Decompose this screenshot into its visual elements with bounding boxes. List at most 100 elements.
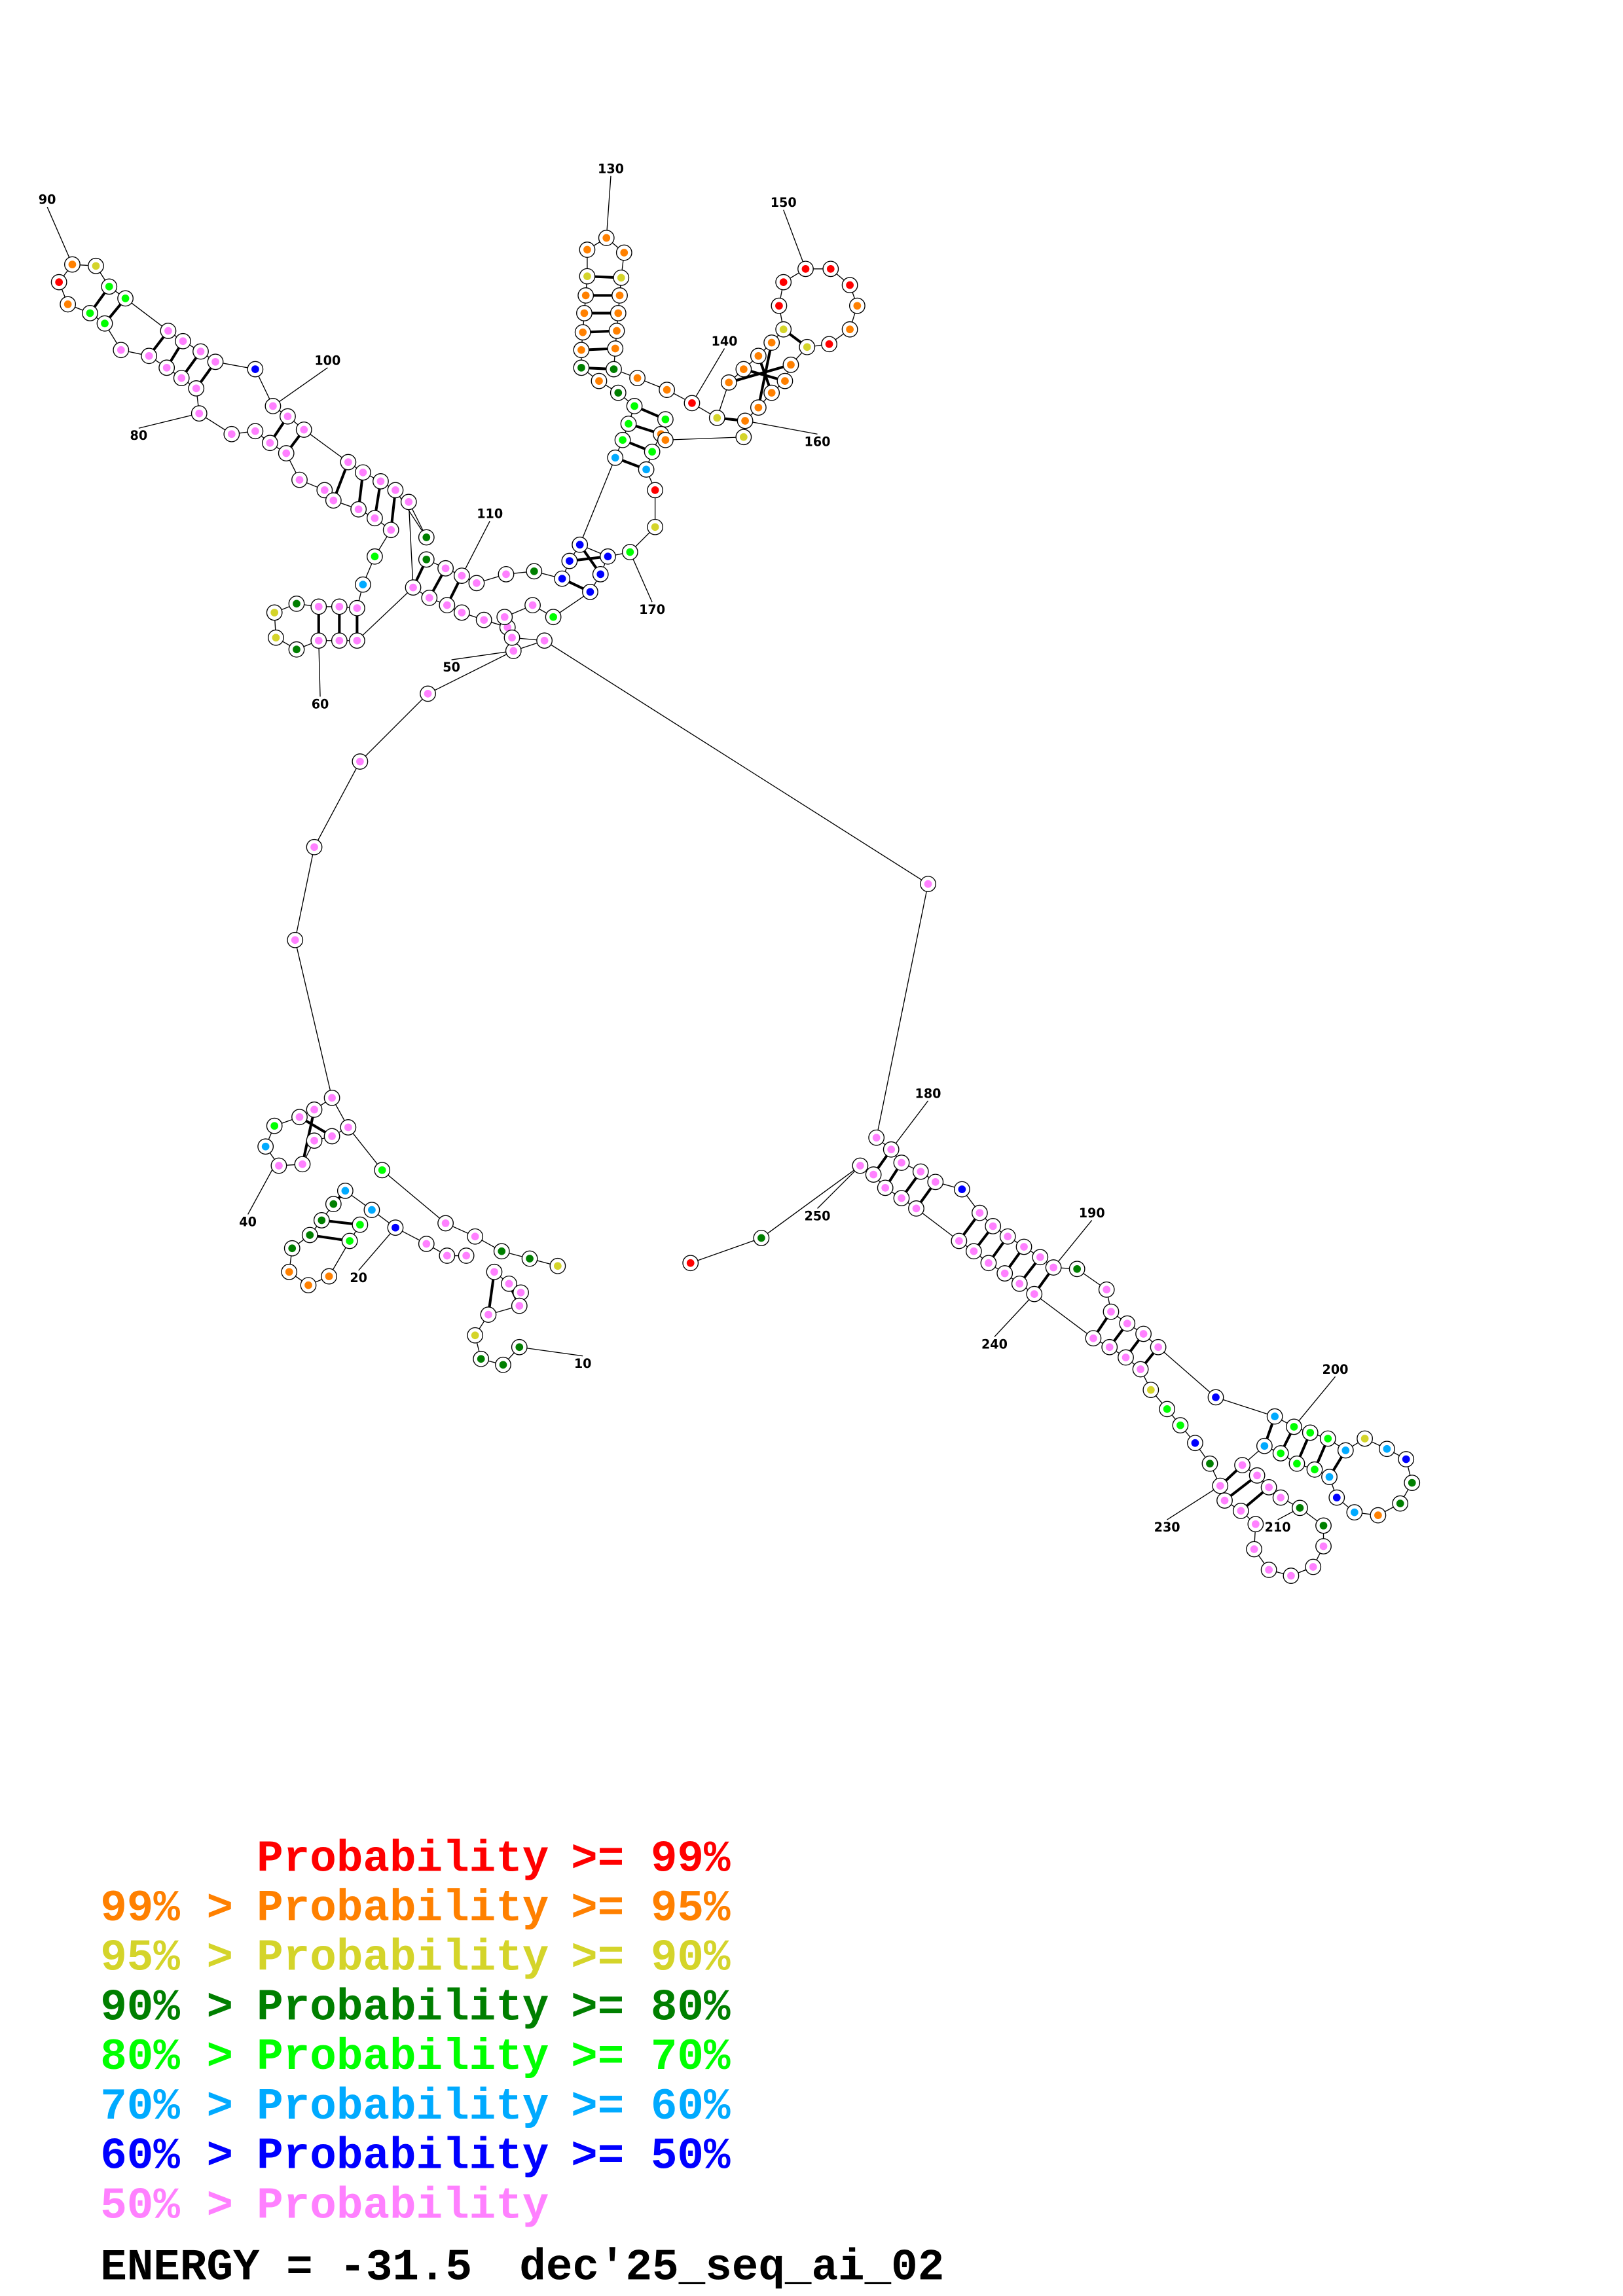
nucleotide-probability-mark bbox=[195, 409, 204, 418]
nucleotide-probability-mark bbox=[1396, 1499, 1404, 1507]
nucleotide-probability-mark bbox=[498, 1247, 506, 1255]
nucleotide-probability-mark bbox=[353, 604, 361, 613]
nucleotide-probability-mark bbox=[293, 600, 301, 608]
nucleotide bbox=[545, 609, 562, 626]
nucleotide bbox=[572, 536, 589, 553]
nucleotide bbox=[288, 596, 305, 612]
nucleotide-probability-mark bbox=[580, 309, 589, 317]
nucleotide bbox=[223, 425, 240, 442]
nucleotide-probability-mark bbox=[686, 1259, 695, 1267]
nucleotide bbox=[647, 482, 664, 499]
nucleotide bbox=[387, 1219, 404, 1236]
nucleotide bbox=[306, 1102, 323, 1118]
nucleotide bbox=[1283, 1568, 1300, 1584]
position-tick bbox=[461, 520, 490, 576]
nucleotide-probability-mark bbox=[162, 363, 171, 372]
legend-row: 60% >Probability>= 50% bbox=[100, 2132, 731, 2182]
nucleotide bbox=[418, 529, 435, 546]
legend-row: Probability>= 99% bbox=[257, 1835, 731, 1884]
nucleotide bbox=[1392, 1495, 1409, 1512]
legend-prefix: 90% > bbox=[100, 1983, 233, 2033]
nucleotide-probability-mark bbox=[1154, 1343, 1162, 1352]
nucleotide bbox=[638, 461, 655, 478]
nucleotide bbox=[613, 269, 630, 286]
nucleotide-probability-mark bbox=[344, 1123, 352, 1132]
nucleotide-probability-mark bbox=[1260, 1442, 1269, 1450]
nucleotide-probability-mark bbox=[642, 465, 650, 474]
nucleotide-probability-mark bbox=[344, 458, 352, 466]
nucleotide-probability-mark bbox=[779, 278, 788, 286]
nucleotide bbox=[453, 604, 470, 621]
position-label: 180 bbox=[915, 1086, 941, 1101]
nucleotide bbox=[610, 305, 627, 321]
nucleotide bbox=[313, 1212, 330, 1229]
nucleotide bbox=[348, 632, 365, 649]
nucleotide-probability-mark bbox=[282, 449, 291, 457]
nucleotide bbox=[877, 1179, 894, 1196]
nucleotide-probability-mark bbox=[272, 634, 280, 642]
nucleotide bbox=[266, 604, 283, 621]
nucleotide-probability-mark bbox=[310, 1136, 318, 1145]
nucleotide-probability-mark bbox=[505, 1280, 513, 1288]
position-tick bbox=[606, 175, 611, 238]
nucleotide-probability-mark bbox=[1341, 1446, 1350, 1454]
nucleotide bbox=[352, 1216, 369, 1233]
nucleotide-probability-mark bbox=[825, 340, 833, 348]
nucleotide bbox=[763, 384, 780, 401]
nucleotide bbox=[822, 260, 839, 278]
nucleotide-probability-mark bbox=[566, 557, 574, 565]
nucleotide bbox=[841, 277, 858, 294]
legend-threshold: >= 90% bbox=[571, 1934, 731, 1984]
legend-label: Probability bbox=[257, 1835, 549, 1884]
nucleotide bbox=[323, 1128, 340, 1145]
nucleotide bbox=[367, 548, 383, 565]
nucleotide-probability-mark bbox=[500, 613, 509, 621]
nucleotide-probability-mark bbox=[1319, 1522, 1328, 1530]
nucleotide bbox=[953, 1181, 970, 1198]
nucleotide bbox=[782, 356, 799, 373]
position-label: 10 bbox=[574, 1356, 592, 1371]
nucleotide bbox=[579, 242, 596, 258]
nucleotide bbox=[775, 321, 792, 338]
nucleotide-probability-mark bbox=[1122, 1354, 1130, 1361]
nucleotide bbox=[607, 449, 624, 466]
nucleotide-probability-mark bbox=[754, 403, 763, 412]
nucleotide bbox=[437, 1215, 454, 1232]
nucleotide-probability-mark bbox=[1293, 1460, 1301, 1468]
nucleotide-probability-mark bbox=[651, 523, 659, 531]
nucleotide-probability-mark bbox=[314, 636, 323, 645]
energy-value: ENERGY = -31.5 bbox=[100, 2244, 472, 2293]
nucleotide bbox=[306, 1132, 323, 1149]
nucleotide-probability-mark bbox=[179, 337, 187, 346]
nucleotide-probability-mark bbox=[1287, 1571, 1295, 1580]
backbone-segment bbox=[295, 640, 929, 1138]
nucleotide-probability-mark bbox=[989, 1222, 997, 1230]
legend-row: 95% >Probability>= 90% bbox=[100, 1934, 731, 1984]
backbone-segment bbox=[348, 1127, 558, 1266]
nucleotide bbox=[310, 632, 327, 649]
nucleotide bbox=[608, 323, 625, 339]
nucleotide-probability-mark bbox=[898, 1158, 905, 1167]
nucleotide-probability-mark bbox=[471, 1232, 479, 1241]
nucleotide-probability-mark bbox=[480, 616, 488, 624]
nucleotide bbox=[980, 1255, 997, 1272]
nucleotide bbox=[1328, 1489, 1345, 1506]
nucleotide bbox=[592, 565, 609, 583]
nucleotide-probability-mark bbox=[869, 1170, 878, 1179]
nucleotide-probability-mark bbox=[577, 363, 585, 372]
nucleotide-probability-mark bbox=[1290, 1423, 1298, 1431]
position-tick bbox=[1293, 1376, 1336, 1427]
nucleotide-probability-mark bbox=[192, 384, 200, 393]
nucleotide bbox=[247, 423, 264, 440]
nucleotide bbox=[266, 1117, 283, 1134]
nucleotide-probability-mark bbox=[356, 1221, 364, 1229]
nucleotide bbox=[310, 598, 327, 615]
nucleotide-probability-mark bbox=[1360, 1435, 1369, 1443]
nucleotide-probability-mark bbox=[356, 757, 364, 766]
legend-label: Probability bbox=[257, 1934, 549, 1984]
nucleotide-probability-mark bbox=[335, 603, 344, 611]
nucleotide bbox=[158, 359, 175, 376]
position-label: 210 bbox=[1265, 1520, 1291, 1535]
nucleotide bbox=[505, 643, 522, 659]
legend-row: 80% >Probability>= 70% bbox=[100, 2033, 731, 2083]
